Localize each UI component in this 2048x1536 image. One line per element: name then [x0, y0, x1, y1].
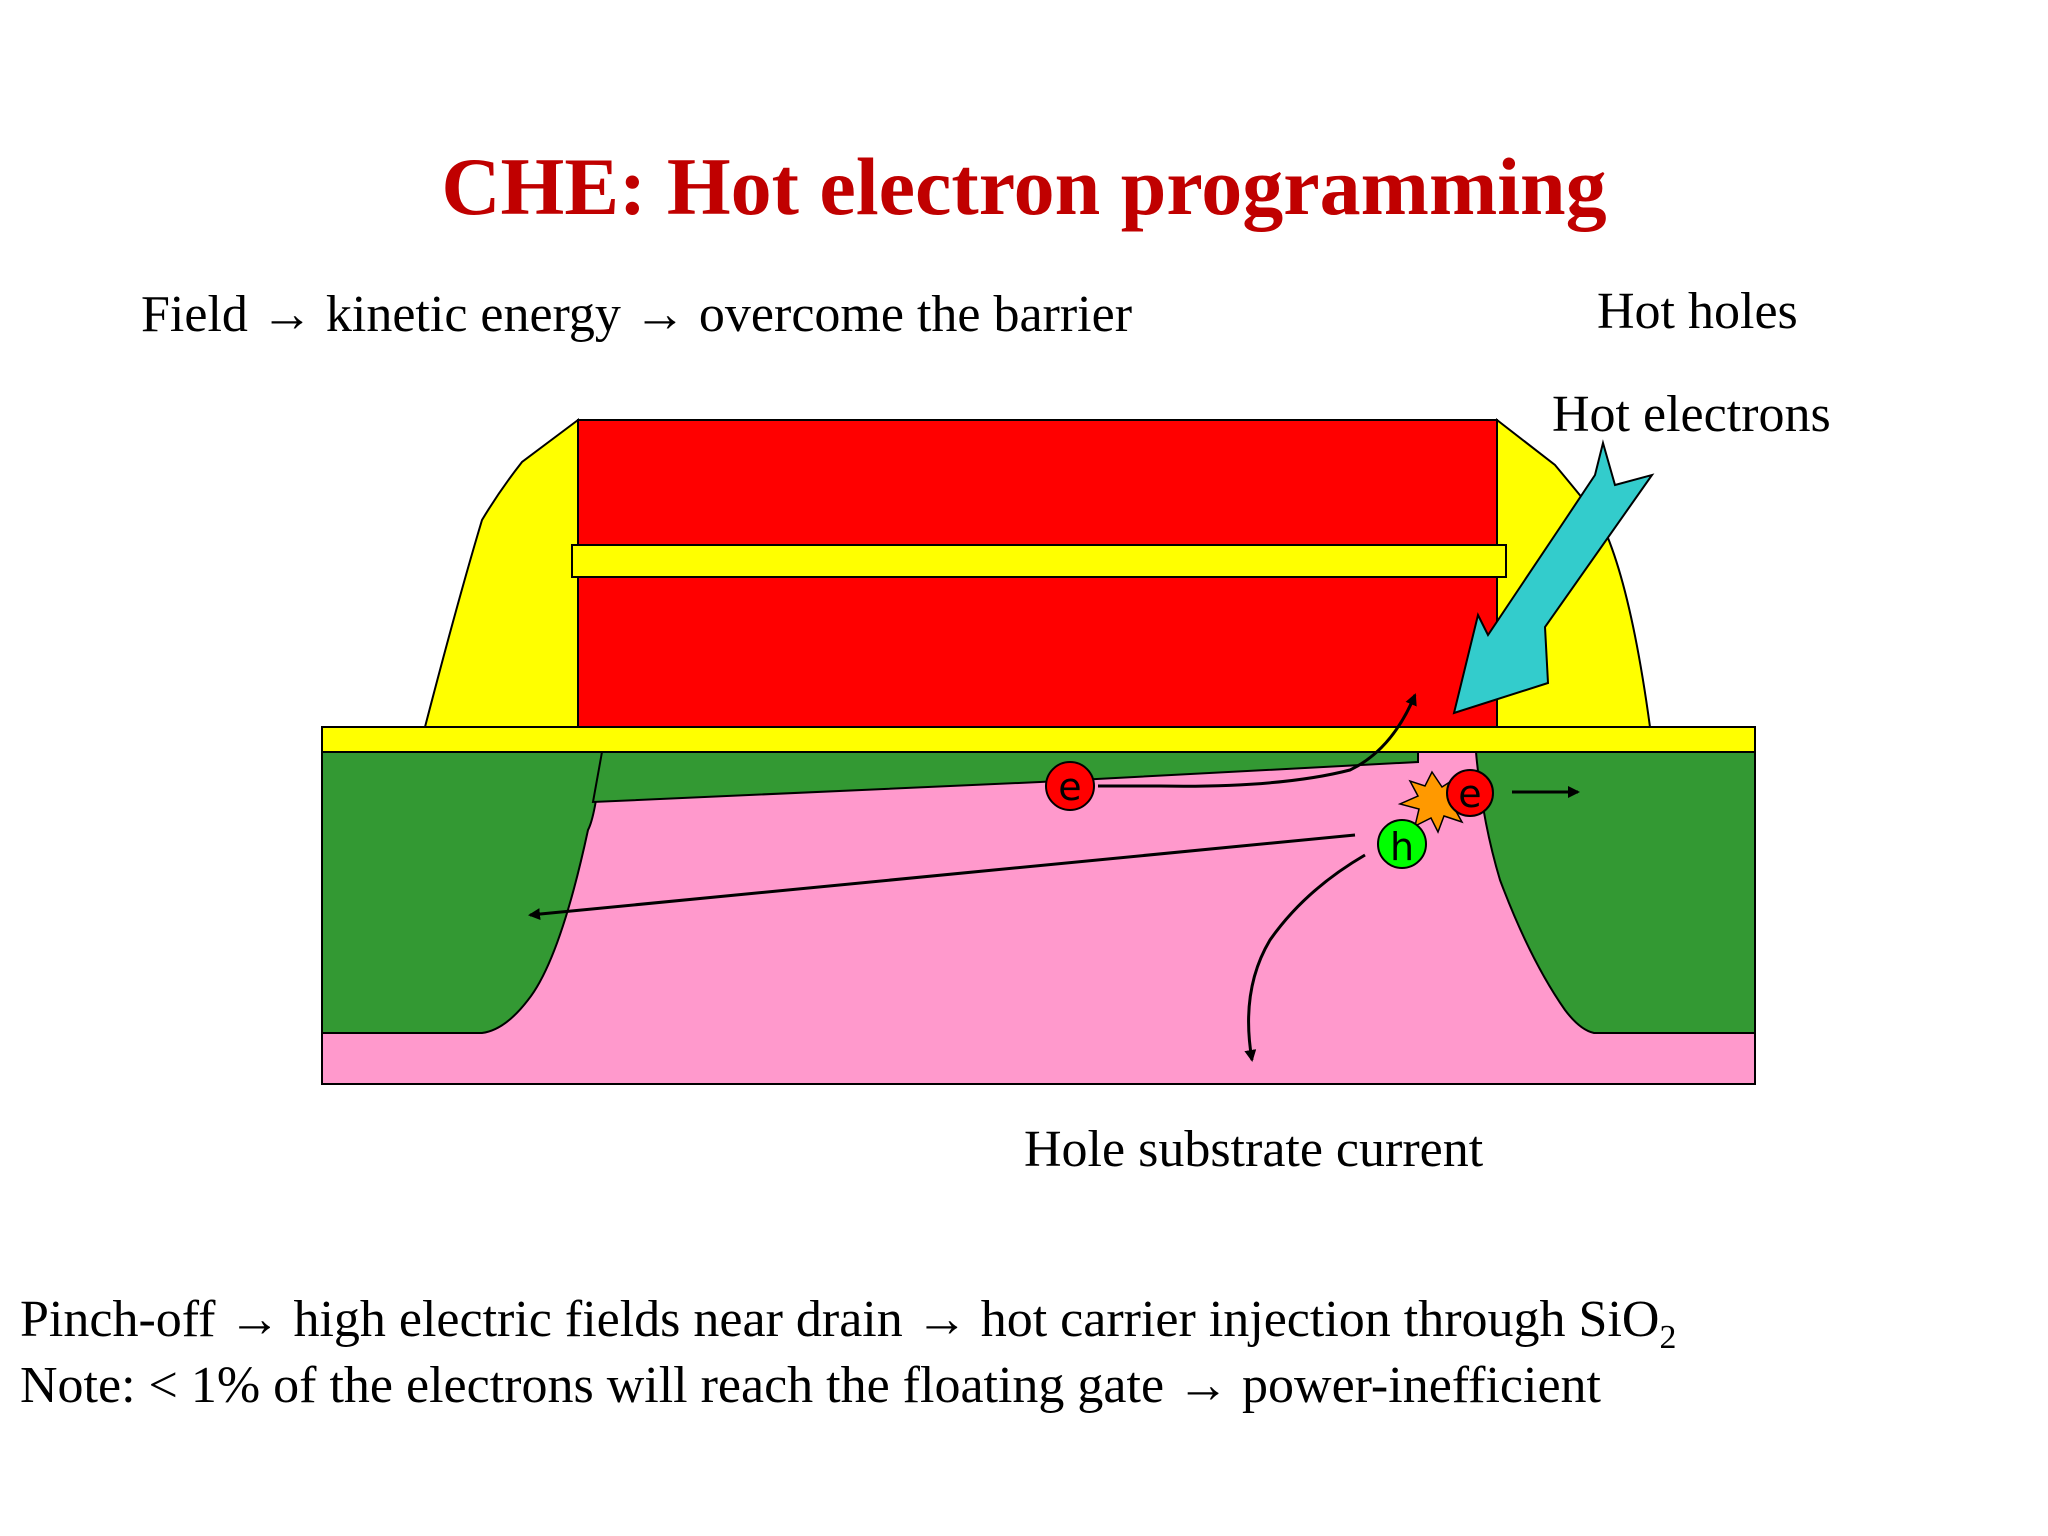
- generated-hole-label: h: [1390, 825, 1414, 869]
- tunnel-oxide: [321, 726, 1756, 753]
- left-spacer: [423, 418, 579, 728]
- source-region: [321, 751, 604, 1034]
- pinch-off-note: Pinch-off → high electric fields near dr…: [20, 1290, 1676, 1357]
- drain-region: [1474, 751, 1756, 1034]
- sio2-subscript: 2: [1659, 1318, 1677, 1356]
- efficiency-note: Note: < 1% of the electrons will reach t…: [20, 1357, 1601, 1414]
- drain-electron: e: [1446, 769, 1494, 817]
- channel-electron: e: [1045, 761, 1095, 811]
- hole-to-source-arrow: [528, 833, 1356, 921]
- inter-gate-dielectric: [571, 544, 1507, 578]
- generated-hole: h: [1377, 819, 1427, 869]
- slide-title: CHE: Hot electron programming: [441, 141, 1607, 232]
- channel-electron-label: e: [1058, 765, 1081, 809]
- drain-electron-label: e: [1458, 772, 1481, 816]
- pinch-off-note-text: Pinch-off → high electric fields near dr…: [20, 1291, 1660, 1348]
- electron-path-arrow: [1098, 693, 1417, 788]
- hole-substrate-current-label: Hole substrate current: [1024, 1121, 1484, 1178]
- field-energy-statement: Field → kinetic energy → overcome the ba…: [141, 286, 1133, 343]
- hole-substrate-arrow: [1244, 853, 1366, 1062]
- hot-electrons-label: Hot electrons: [1552, 386, 1831, 443]
- hot-electron-injection-arrow: [1452, 439, 1655, 715]
- hot-holes-label: Hot holes: [1597, 283, 1798, 340]
